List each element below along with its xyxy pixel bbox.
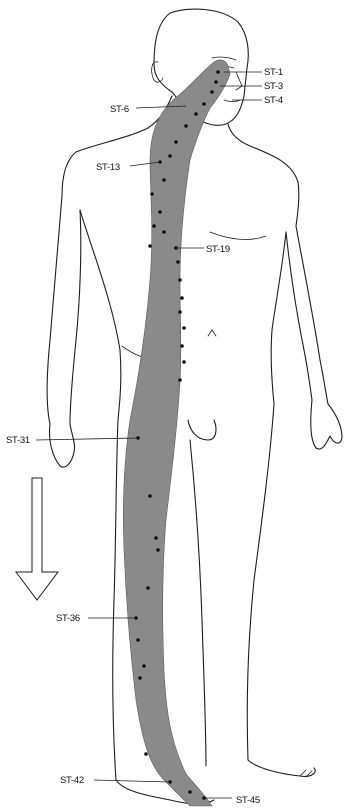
acupoint-dot [138,676,142,680]
right-leg-inner [190,440,206,766]
acupoint-dot [178,310,182,314]
acupoint-dot [182,360,186,364]
acupoint-dot [148,244,152,248]
torso-left-side [80,210,121,420]
acupoint-dot [216,70,220,74]
left-hand [49,424,74,467]
right-foot [248,760,315,776]
down-arrow-icon [16,478,58,600]
acupoint-dot [194,112,198,116]
torso-right-side [271,232,286,404]
acupoint-dot [180,344,184,348]
left-arm-outer [47,196,62,424]
acupoint-dot [154,536,158,540]
acupoint-dot [136,638,140,642]
ear-outline [152,62,163,82]
label-st13: ST-13 [96,162,120,173]
acupoint-dot [150,192,154,196]
acupoint-dot [158,210,162,214]
nose-line [236,72,242,90]
acupoint-dot [156,548,160,552]
label-st3: ST-3 [264,81,283,92]
acupoint-dot [148,494,152,498]
label-st4: ST-4 [264,95,283,106]
right-arm-outer [296,226,328,404]
acupoint-dot [168,154,172,158]
right-leg-outer [247,404,274,760]
acupoint-dot [174,140,178,144]
leader-st31 [36,438,138,440]
left-leg-outer [113,420,118,780]
navel-mark [208,330,216,336]
acupoint-dot [146,586,150,590]
acupoint-dot [184,124,188,128]
label-st6: ST-6 [110,104,129,115]
label-st45: ST-45 [236,795,260,806]
acupoint-dot [162,178,166,182]
left-arm-inner [70,210,81,424]
groin-outline [188,420,216,440]
acupoint-dot [188,790,192,794]
acupoint-dot [178,378,182,382]
acupoint-dot [142,664,146,668]
label-st19: ST-19 [206,244,230,255]
leader-st42 [94,780,170,782]
acupoint-dot [180,296,184,300]
acupoint-dot [176,260,180,264]
acupoint-dot [210,90,214,94]
label-st1: ST-1 [264,67,283,78]
right-arm-inner [286,232,312,400]
label-st42: ST-42 [60,775,84,786]
acupoint-dot [182,326,186,330]
chest-line [210,232,266,239]
acupoint-dot [144,752,148,756]
acupoint-dot [202,102,206,106]
acupoint-dot [152,224,156,228]
right-hand [311,400,342,449]
label-st31: ST-31 [6,435,30,446]
acupoint-dot [214,80,218,84]
right-shoulder-outline [228,124,299,226]
label-st36: ST-36 [56,613,80,624]
acupoint-dot [178,278,182,282]
acupoint-dot [162,230,166,234]
stomach-meridian-band [123,60,230,806]
brow-line [212,57,236,60]
